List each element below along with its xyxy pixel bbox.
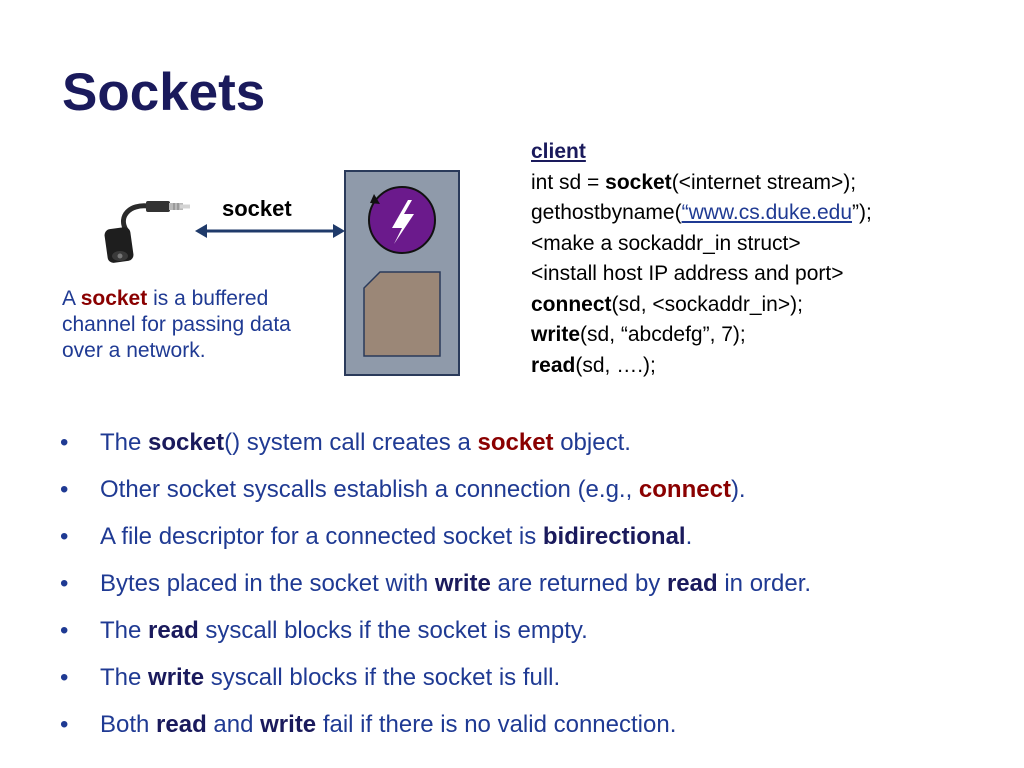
code-text: ”); — [852, 201, 872, 224]
code-line-7: write(sd, “abcdefg”, 7); — [531, 320, 872, 351]
caption-post: is a buffered channel for passing data o… — [62, 287, 291, 362]
code-line-5: <install host IP address and port> — [531, 262, 844, 285]
code-keyword: read — [531, 353, 576, 377]
bullet-item-order: • Bytes placed in the socket with write a… — [60, 565, 811, 612]
bullet-text: The — [100, 664, 149, 691]
bullet-item-bidirectional: • A file descriptor for a connected socke… — [60, 518, 811, 565]
code-text: gethostbyname( — [531, 201, 682, 224]
bullet-marker: • — [60, 476, 69, 503]
bullet-item-read-blocks: • The read syscall blocks if the socket i… — [60, 612, 811, 659]
bullet-keyword: write — [260, 711, 317, 738]
code-keyword: write — [531, 323, 581, 346]
slide-title: Sockets — [62, 63, 266, 122]
bullet-keyword: bidirectional — [542, 523, 686, 550]
code-text: int sd = — [531, 170, 606, 194]
code-line-3: gethostbyname(“www.cs.duke.edu”); — [531, 198, 872, 229]
bullet-text: object. — [553, 429, 631, 456]
bullet-keyword: write — [434, 570, 491, 597]
bullet-list: • The socket() system call creates a sock… — [60, 424, 811, 753]
bullet-marker: • — [60, 429, 69, 456]
bullet-item-connect: • Other socket syscalls establish a conne… — [60, 471, 811, 518]
bullet-keyword: write — [148, 664, 205, 691]
code-line-8: read(sd, ….); — [531, 351, 872, 382]
code-text: (<internet stream>); — [671, 170, 857, 194]
tan-card — [363, 271, 441, 357]
bullet-item-fail: • Both read and write fail if there is no… — [60, 706, 811, 753]
headphone-jack-icon — [104, 201, 190, 263]
bullet-text: A file descriptor for a connected socket… — [100, 523, 543, 550]
disc-arrow-tip — [370, 194, 380, 204]
code-text: (sd, “abcdefg”, 7); — [580, 323, 746, 346]
code-line-4: <make a sockaddr_in struct> — [531, 231, 801, 255]
code-text: (sd, ….); — [575, 353, 656, 377]
socket-device-diagram — [344, 170, 460, 376]
bullet-text: Both — [100, 711, 157, 738]
bullet-marker: • — [60, 617, 69, 644]
bullet-keyword: read — [156, 711, 207, 738]
code-line-header: client — [531, 137, 872, 168]
client-header: client — [531, 140, 586, 163]
bullet-text: syscall blocks if the socket is full. — [204, 664, 561, 691]
bullet-keyword: read — [666, 570, 718, 597]
bullet-keyword: socket — [477, 429, 554, 456]
code-text: (sd, <sockaddr_in>); — [611, 292, 803, 316]
bullet-text: are returned by — [490, 570, 667, 597]
bullet-marker: • — [60, 711, 69, 738]
client-code-listing: client int sd = socket(<internet stream>… — [531, 137, 872, 381]
bullet-text: Other socket syscalls establish a connec… — [100, 476, 639, 503]
bullet-marker: • — [60, 570, 69, 597]
bullet-marker: • — [60, 664, 69, 691]
code-line-6: connect(sd, <sockaddr_in>); — [531, 290, 872, 321]
bullet-text: Bytes placed in the socket with — [100, 570, 435, 597]
bullet-item-write-blocks: • The write syscall blocks if the socket … — [60, 659, 811, 706]
bullet-text: () system call creates a — [224, 429, 478, 456]
bullet-item-socket-call: • The socket() system call creates a sock… — [60, 424, 811, 471]
lightning-bolt-icon — [392, 200, 414, 244]
bullet-marker: • — [60, 523, 69, 550]
bullet-text: The — [100, 617, 149, 644]
caption-keyword: socket — [80, 287, 148, 310]
bullet-text: The — [100, 429, 149, 456]
bullet-keyword: socket — [148, 429, 225, 456]
code-line-2: int sd = socket(<internet stream>); — [531, 168, 872, 199]
bullet-text: syscall blocks if the socket is empty. — [198, 617, 588, 644]
code-keyword: connect — [531, 292, 612, 316]
bullet-keyword: read — [148, 617, 199, 644]
bullet-text: and — [206, 711, 261, 738]
caption-pre: A — [62, 287, 81, 310]
socket-caption: A socket is a buffered channel for passi… — [62, 286, 332, 364]
double-arrow-icon — [195, 224, 345, 238]
code-keyword: socket — [605, 170, 672, 194]
arrow-label: socket — [222, 196, 292, 221]
bullet-text: in order. — [717, 570, 812, 597]
bullet-text: fail if there is no valid connection. — [316, 711, 677, 738]
bullet-keyword: connect — [638, 476, 731, 503]
hostname-link[interactable]: “www.cs.duke.edu — [681, 201, 853, 224]
bullet-text: ). — [730, 476, 746, 503]
bullet-text: . — [685, 523, 693, 550]
